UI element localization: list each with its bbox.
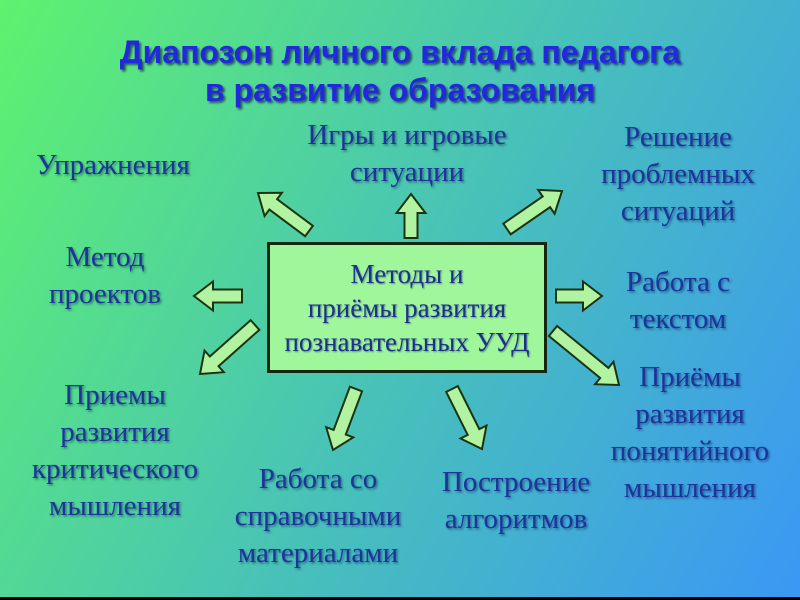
label-ponyatiynoe-myshlenie: Приёмы развития понятийного мышления: [610, 361, 770, 504]
label-spravochnye-materialy: Работа со справочными материалами: [234, 463, 402, 569]
label-postroenie-algoritmov: Построение алгоритмов: [441, 466, 591, 535]
label-igrovye-situacii: Игры и игровые ситуации: [307, 119, 507, 188]
arrow-down-slight-right-icon: [444, 384, 488, 451]
slide-bottom-edge: [0, 597, 800, 600]
slide-title: Диапозон личного вклада педагога в разви…: [119, 34, 681, 108]
arrow-down-slight-left-icon: [324, 385, 364, 452]
label-rabota-s-tekstom: Работа с текстом: [626, 266, 730, 335]
label-uprazhneniya: Упражнения: [36, 149, 190, 181]
arrow-down-left-icon: [198, 318, 261, 376]
center-box-text: Методы и приёмы развития познавательных …: [284, 258, 530, 357]
center-box: Методы и приёмы развития познавательных …: [267, 242, 547, 373]
label-kriticheskoe-myshlenie: Приемы развития критического мышления: [31, 379, 199, 522]
arrow-up-icon: [394, 192, 428, 239]
label-problemnye-situacii: Решение проблемных ситуаций: [601, 121, 755, 227]
label-metod-proektov: Метод проектов: [49, 241, 161, 310]
